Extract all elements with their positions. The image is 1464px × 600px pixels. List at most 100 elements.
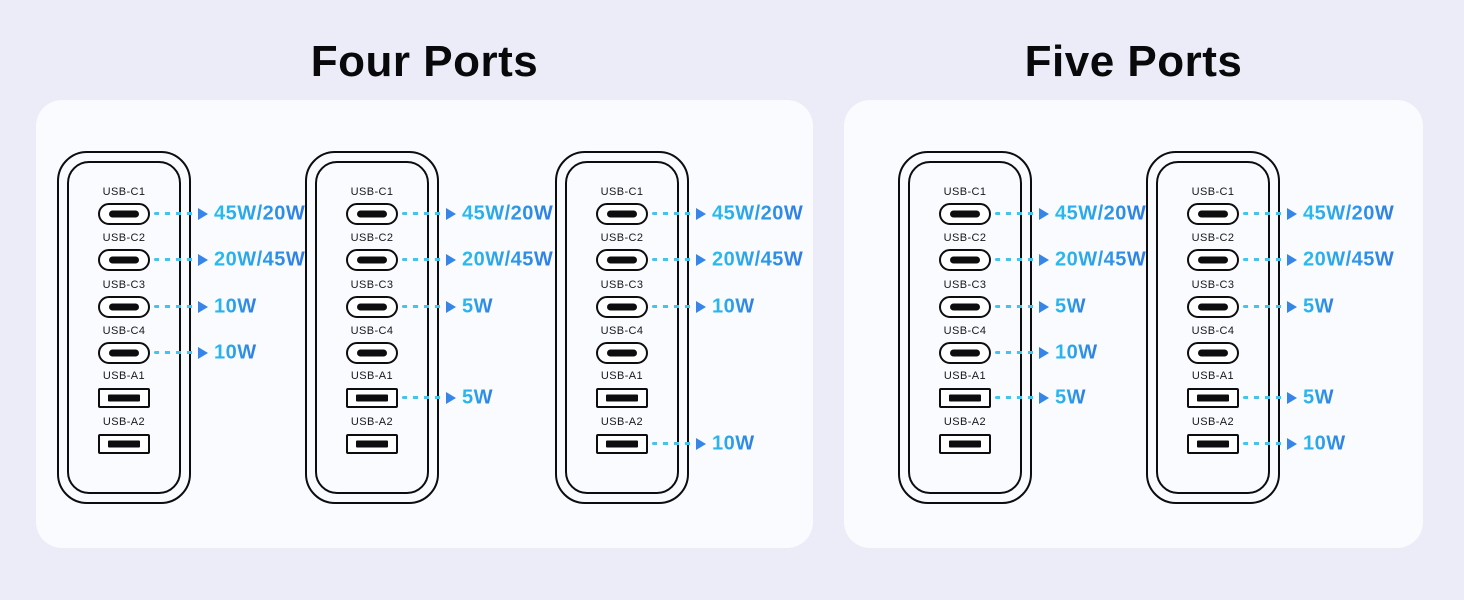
usb-c-port	[98, 249, 150, 271]
watt-label: 45W/20W	[1303, 202, 1395, 225]
port-pin-bar	[607, 256, 637, 264]
port-label: USB-A2	[102, 416, 146, 428]
usb-c-port	[939, 296, 991, 318]
port-label: USB-C1	[102, 186, 146, 198]
charger-inner-outline	[67, 161, 181, 494]
port-label: USB-C2	[943, 232, 987, 244]
port-row: USB-A2 10W	[557, 416, 754, 455]
watt-label: 20W/45W	[462, 248, 554, 271]
port-row: USB-C3 5W	[1148, 279, 1334, 318]
usb-c-port	[1187, 342, 1239, 364]
port-label: USB-A1	[102, 370, 146, 382]
port-row: USB-C4	[1148, 325, 1278, 364]
watt-label: 10W	[214, 341, 257, 364]
port-row: USB-A1 5W	[900, 370, 1086, 409]
port-pin-bar	[109, 210, 139, 218]
port-row: USB-A1 5W	[1148, 370, 1334, 409]
usb-a-port	[346, 434, 398, 454]
usb-c-port	[98, 296, 150, 318]
arrow-head-icon	[1287, 208, 1297, 220]
port-pin-bar	[356, 394, 388, 402]
watt-label: 45W/20W	[462, 202, 554, 225]
port-pin-bar	[607, 210, 637, 218]
watt-label: 5W	[462, 295, 493, 318]
arrow-dash	[652, 212, 696, 215]
port-pin-bar	[607, 349, 637, 357]
port-pin-bar	[949, 394, 981, 402]
port-pin-bar	[357, 256, 387, 264]
arrow-dash	[652, 305, 696, 308]
arrow-head-icon	[1287, 254, 1297, 266]
port-label: USB-C3	[600, 279, 644, 291]
port-row: USB-C1 45W/20W	[900, 186, 1146, 225]
usb-a-port	[346, 388, 398, 408]
port-row: USB-C2 20W/45W	[59, 232, 305, 271]
port-row: USB-C3 10W	[59, 279, 256, 318]
usb-c-port	[596, 203, 648, 225]
watt-label: 10W	[712, 432, 755, 455]
usb-c-port	[596, 296, 648, 318]
port-row: USB-A1 5W	[307, 370, 493, 409]
port-label: USB-C2	[350, 232, 394, 244]
port-row: USB-C3 5W	[900, 279, 1086, 318]
charger-five-ports-2: USB-C1 45W/20W USB-C2 20W/45W USB-C3 5W …	[1146, 151, 1394, 504]
port-row: USB-C2 20W/45W	[307, 232, 553, 271]
port-row: USB-C4	[557, 325, 687, 364]
port-row: USB-A1	[59, 370, 189, 409]
watt-label: 5W	[1055, 386, 1086, 409]
port-pin-bar	[950, 210, 980, 218]
arrow-head-icon	[1287, 438, 1297, 450]
watt-label: 5W	[1055, 295, 1086, 318]
usb-a-port	[98, 388, 150, 408]
port-row: USB-C1 45W/20W	[59, 186, 305, 225]
charger-four-ports-3: USB-C1 45W/20W USB-C2 20W/45W USB-C3 10W…	[555, 151, 803, 504]
charger-inner-outline	[315, 161, 429, 494]
port-pin-bar	[357, 210, 387, 218]
usb-c-port	[596, 342, 648, 364]
port-label: USB-C4	[350, 325, 394, 337]
port-row: USB-A2	[59, 416, 189, 455]
port-label: USB-A1	[600, 370, 644, 382]
port-row: USB-C4 10W	[900, 325, 1097, 364]
watt-label: 20W/45W	[712, 248, 804, 271]
usb-a-port	[596, 434, 648, 454]
watt-label: 5W	[462, 386, 493, 409]
port-label: USB-A2	[943, 416, 987, 428]
usb-c-port	[939, 203, 991, 225]
arrow-head-icon	[1287, 301, 1297, 313]
port-pin-bar	[357, 303, 387, 311]
charger-inner-outline	[908, 161, 1022, 494]
charger-five-ports-1: USB-C1 45W/20W USB-C2 20W/45W USB-C3 5W …	[898, 151, 1146, 504]
usb-c-port	[1187, 203, 1239, 225]
port-pin-bar	[109, 303, 139, 311]
port-pin-bar	[1198, 210, 1228, 218]
arrow-dash	[402, 396, 446, 399]
port-label: USB-A1	[350, 370, 394, 382]
port-pin-bar	[356, 440, 388, 448]
arrow-dash	[402, 305, 446, 308]
five-ports-panel	[844, 100, 1423, 548]
arrow-head-icon	[446, 254, 456, 266]
port-row: USB-C2 20W/45W	[900, 232, 1146, 271]
charger-inner-outline	[1156, 161, 1270, 494]
port-pin-bar	[109, 349, 139, 357]
watt-label: 10W	[214, 295, 257, 318]
port-row: USB-C1 45W/20W	[1148, 186, 1394, 225]
arrow-head-icon	[446, 392, 456, 404]
charger-four-ports-2: USB-C1 45W/20W USB-C2 20W/45W USB-C3 5W …	[305, 151, 553, 504]
port-pin-bar	[1198, 303, 1228, 311]
port-row: USB-C3 5W	[307, 279, 493, 318]
port-row: USB-C1 45W/20W	[307, 186, 553, 225]
port-label: USB-C1	[1191, 186, 1235, 198]
port-label: USB-A2	[600, 416, 644, 428]
port-pin-bar	[950, 303, 980, 311]
arrow-head-icon	[1039, 347, 1049, 359]
charger-inner-outline	[565, 161, 679, 494]
watt-label: 20W/45W	[1303, 248, 1395, 271]
usb-a-port	[1187, 388, 1239, 408]
port-pin-bar	[108, 440, 140, 448]
arrow-dash	[995, 351, 1039, 354]
port-row: USB-C3 10W	[557, 279, 754, 318]
port-pin-bar	[607, 303, 637, 311]
arrow-dash	[1243, 442, 1287, 445]
